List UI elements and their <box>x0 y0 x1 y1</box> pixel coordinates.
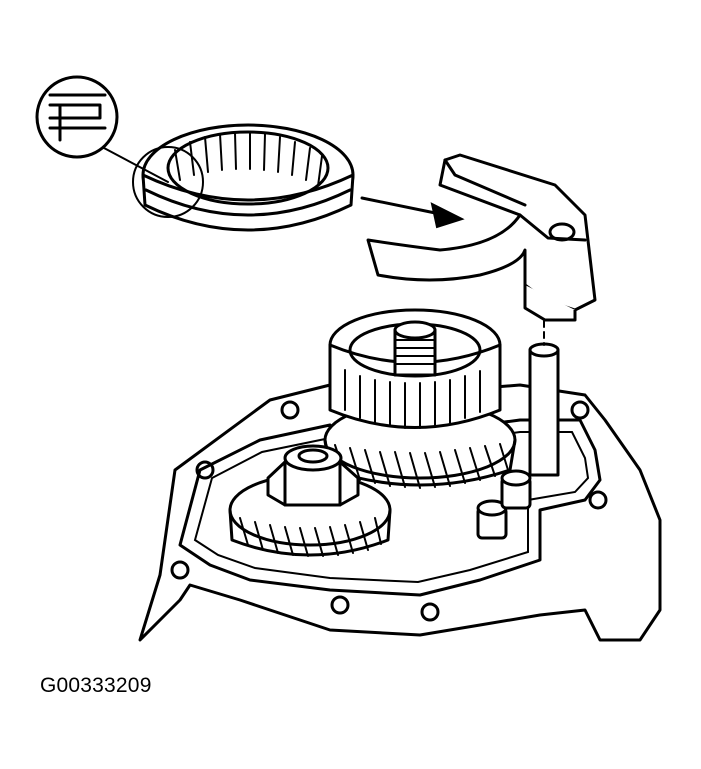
mainshaft <box>393 320 437 377</box>
counter-gear <box>228 444 392 557</box>
sleeve-splines <box>174 132 323 187</box>
install-direction-arrow <box>360 196 465 229</box>
hex-nut <box>266 444 360 507</box>
synchronizer-hub-assembly <box>328 308 502 429</box>
counter-gear-teeth <box>239 517 382 557</box>
shift-rail <box>528 309 560 477</box>
shift-fork <box>366 153 597 322</box>
synchronizer-sleeve <box>141 123 355 232</box>
case-bolt-holes <box>170 400 608 622</box>
detail-callout <box>35 75 204 218</box>
dowel-pins <box>476 469 532 540</box>
figure-code: G00333209 <box>40 674 152 697</box>
hub-splines <box>344 369 481 429</box>
